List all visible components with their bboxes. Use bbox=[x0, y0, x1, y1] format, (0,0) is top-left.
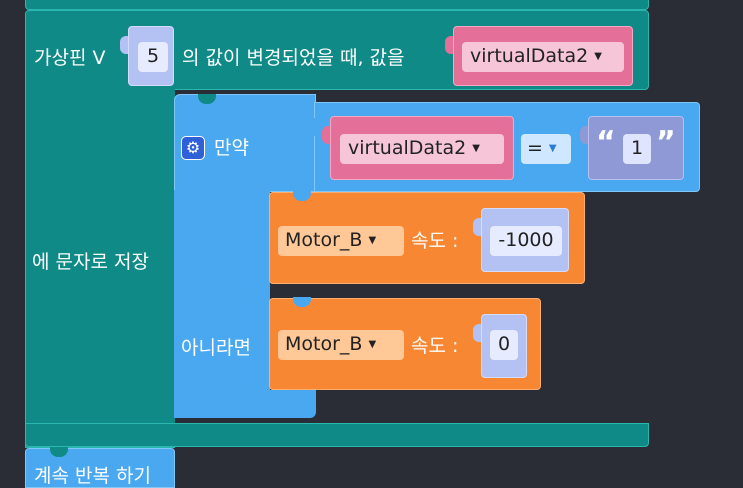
event-block-spine bbox=[25, 88, 175, 448]
condition-plug bbox=[306, 118, 316, 136]
variable-dropdown[interactable]: virtualData2 ▼ bbox=[462, 42, 624, 72]
text-block-plug bbox=[580, 126, 590, 144]
if-block-spine bbox=[174, 190, 270, 418]
speed-label-else: 속도 : bbox=[411, 335, 459, 357]
speed-field-else[interactable]: 0 bbox=[490, 330, 518, 360]
motor-dropdown-else[interactable]: Motor_B ▼ bbox=[278, 330, 404, 360]
block-notch bbox=[293, 297, 311, 307]
variable-dropdown-value: virtualData2 bbox=[470, 45, 589, 67]
speed-field-then[interactable]: -1000 bbox=[490, 226, 562, 256]
speed-label-then: 속도 : bbox=[411, 230, 459, 252]
dropdown-arrow-icon: ▼ bbox=[368, 234, 377, 246]
condition-variable-dropdown[interactable]: virtualData2 ▼ bbox=[340, 134, 504, 164]
event-middle-label: 의 값이 변경되었을 때, 값을 bbox=[182, 47, 405, 69]
speed-block-plug bbox=[473, 324, 483, 342]
pin-block-plug bbox=[120, 36, 130, 54]
if-block-else-row bbox=[174, 284, 270, 298]
pin-number-field[interactable]: 5 bbox=[138, 42, 168, 72]
close-quote: ” bbox=[656, 125, 676, 160]
block-notch bbox=[293, 191, 311, 201]
speed-block-plug bbox=[473, 218, 483, 236]
condition-variable-value: virtualData2 bbox=[348, 137, 467, 159]
dropdown-arrow-icon: ▼ bbox=[472, 142, 480, 154]
motor-dropdown-then-value: Motor_B bbox=[285, 229, 363, 251]
top-partial-block bbox=[25, 0, 649, 10]
block-notch bbox=[198, 94, 216, 104]
dropdown-arrow-icon: ▼ bbox=[594, 50, 602, 62]
variable-block-plug bbox=[445, 36, 455, 54]
operator-dropdown[interactable]: =▼ bbox=[521, 134, 571, 164]
speed-value-else: 0 bbox=[497, 333, 511, 355]
dropdown-arrow-icon: ▼ bbox=[368, 338, 377, 350]
event-prefix-label: 가상핀 V bbox=[34, 47, 106, 69]
motor-dropdown-then[interactable]: Motor_B ▼ bbox=[278, 226, 404, 256]
motor-dropdown-else-value: Motor_B bbox=[285, 333, 363, 355]
block-notch bbox=[50, 447, 68, 457]
text-value-field[interactable]: 1 bbox=[623, 134, 651, 164]
condition-variable-plug bbox=[322, 126, 332, 144]
if-block-bottom bbox=[174, 390, 316, 418]
open-quote: “ bbox=[596, 125, 616, 160]
repeat-forever-label: 계속 반복 하기 bbox=[34, 465, 151, 487]
event-block-footer bbox=[25, 423, 649, 447]
pin-number-value: 5 bbox=[146, 45, 160, 67]
operator-value: = bbox=[527, 137, 543, 159]
event-suffix-label: 에 문자로 저장 bbox=[32, 251, 149, 273]
else-label: 아니라면 bbox=[181, 337, 251, 359]
speed-value-then: -1000 bbox=[498, 229, 554, 251]
gear-icon[interactable]: ⚙ bbox=[181, 136, 205, 160]
if-label: 만약 bbox=[214, 137, 249, 159]
text-value: 1 bbox=[630, 137, 644, 159]
dropdown-arrow-icon: ▼ bbox=[548, 142, 557, 154]
